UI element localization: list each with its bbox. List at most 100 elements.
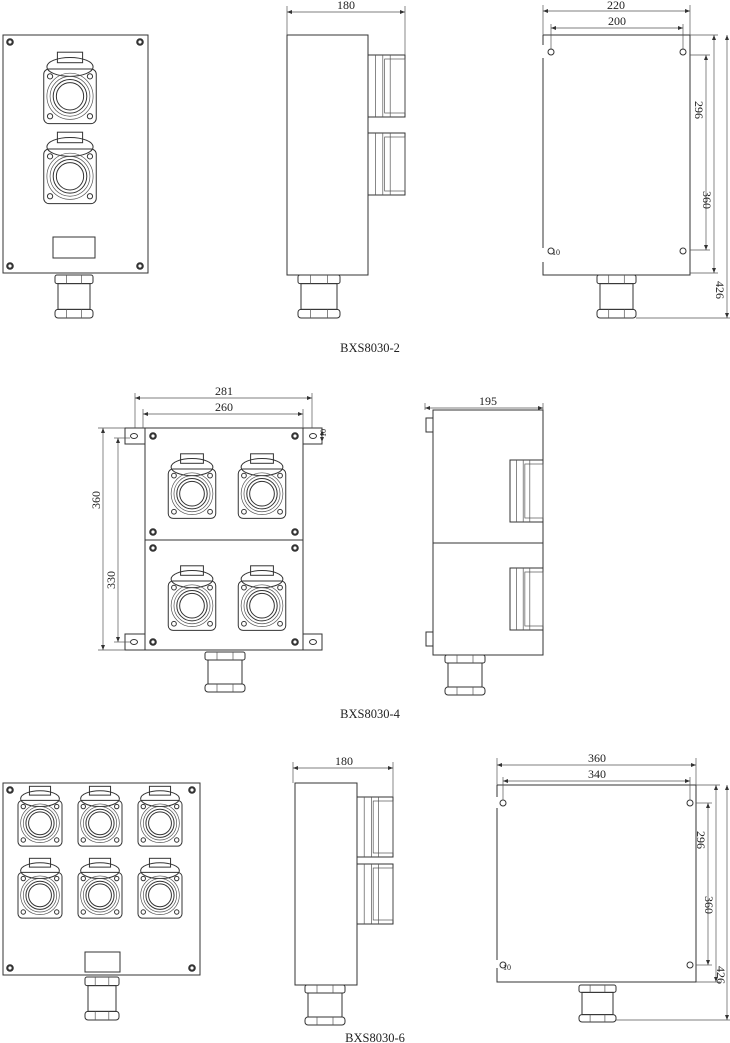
socket-screw [46,73,54,80]
screw-center [8,788,12,792]
socket-screw [46,113,54,120]
socket-outlet [17,785,63,847]
socket-ring [142,806,178,841]
cable-gland [304,984,346,1026]
side-flange [425,417,434,433]
socket-screw [171,584,177,591]
socket-cover-hinge [180,453,204,464]
socket-screw [86,153,94,160]
dim-box-width-2: 260 [215,400,233,414]
socket-ring [28,883,52,908]
dim-overall-height-1: 426 [713,281,727,299]
socket-flange [237,468,287,519]
socket-ring [22,878,58,913]
socket-screw [174,909,180,915]
screw-center [138,264,142,268]
screw-icon [291,638,299,646]
dim-slot-2: 10 [319,429,328,437]
socket-ring [176,590,208,622]
screw-center [151,434,155,438]
socket-screw [207,584,213,591]
mount-slot [130,433,138,439]
side-socket-cap [524,571,544,627]
dim-overall-height-3: 426 [714,966,728,984]
socket-ring [28,811,52,836]
screw-icon [291,544,299,552]
drawing-geometry [2,5,730,1026]
socket-ring [25,808,55,838]
screw-icon [291,432,299,440]
mount-slot [309,433,317,439]
socket-screw [86,73,94,80]
socket-screw [140,909,146,915]
gland-body [447,662,483,688]
socket-screw [277,584,283,591]
screw-center [293,530,297,534]
socket-screw [54,909,60,915]
side-socket-cap [372,867,394,921]
socket-ring [170,472,214,515]
cable-gland [297,274,341,319]
socket-screw [54,803,60,810]
socket-screw [241,472,247,479]
dim-overall-width-2: 281 [215,384,233,398]
gland-body [307,992,343,1018]
socket-outlet [43,51,97,125]
cable-gland [204,651,246,693]
dim-back-hole-span-3: 340 [588,767,606,781]
socket-ring [25,880,55,910]
mount-hole [547,247,555,255]
socket-screw [114,875,120,882]
socket-ring [80,803,120,843]
socket-screw [80,909,86,915]
gland-body [207,659,243,685]
gland-nut [596,274,637,285]
side-socket-body [367,132,406,196]
socket-ring [145,880,175,910]
gland-seal [84,1010,120,1021]
screw-center [190,788,194,792]
gland-body [599,283,634,310]
socket-screw [86,193,94,200]
socket-ring [88,811,112,836]
socket-screw [46,153,54,160]
side-socket-cap [372,800,394,854]
socket-flange [137,871,183,919]
socket-flange [167,468,217,519]
socket-ring [240,472,284,515]
socket-outlet [77,857,123,919]
front-view-enclosure-2 [2,34,149,274]
screw-center [8,966,12,970]
socket-screw [114,909,120,915]
gland-seal [297,308,341,319]
cable-gland [444,654,486,696]
dim-back-hole-span-1: 200 [608,14,626,28]
gland-seal [54,308,94,319]
socket-screw [140,803,146,810]
socket-cover-hinge [56,51,84,64]
socket-outlet [237,453,287,519]
socket-ring [46,72,94,120]
socket-ring [173,587,211,625]
dim-slot-3: 10 [503,963,511,972]
socket-ring [176,478,208,510]
side-socket-body [356,863,394,925]
socket-screw [171,472,177,479]
socket-flange [43,148,97,205]
screw-center [293,546,297,550]
socket-ring [80,875,120,915]
socket-screw [174,803,180,810]
socket-ring [82,806,118,841]
screw-icon [6,38,14,46]
socket-ring [249,592,275,619]
dim-line-slot-2-arrows [320,430,324,442]
screw-center [8,40,12,44]
side-socket-body [367,54,406,118]
screw-center [138,40,142,44]
socket-flange [43,68,97,125]
screw-icon [6,964,14,972]
socket-screw [241,584,247,591]
socket-screw [54,875,60,882]
side-socket [509,459,544,523]
